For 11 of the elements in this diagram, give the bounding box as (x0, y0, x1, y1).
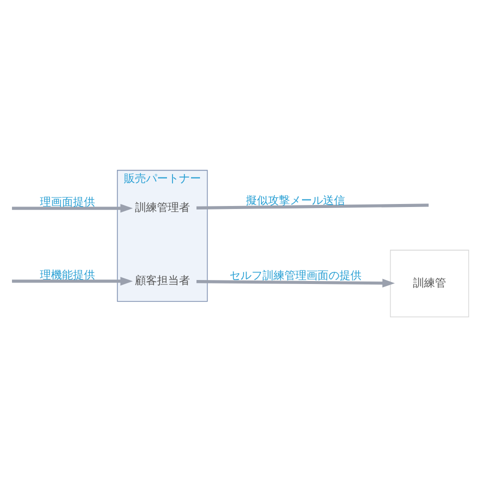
arrow (12, 276, 133, 286)
edge-label: 理機能提供 (40, 268, 96, 281)
connector (196, 203, 429, 209)
arrow (12, 203, 133, 212)
edge-label: セルフ訓練管理画面の提供 (230, 268, 362, 282)
arrow (196, 278, 395, 287)
node-text: 顧客担当者 (134, 274, 190, 287)
edge-label: 理画面提供 (40, 194, 96, 208)
edge-label: 擬似攻撃メール送信 (246, 193, 346, 206)
node-text: 訓練管理者 (134, 200, 190, 214)
node-box: 訓練管 (390, 249, 470, 317)
